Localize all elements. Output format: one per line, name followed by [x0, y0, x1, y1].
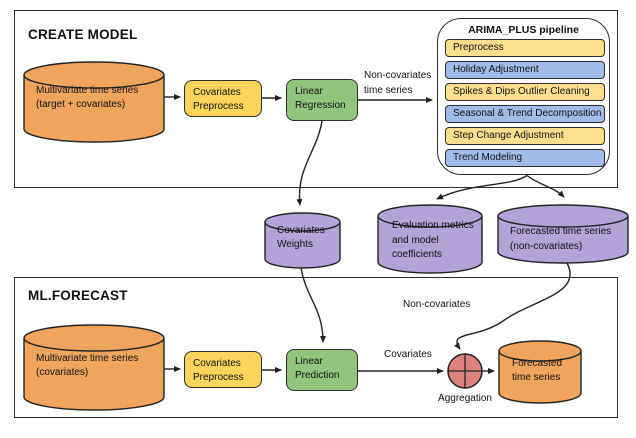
forecasted-noncov-label: Forecasted time series (non-covariates) — [510, 225, 611, 254]
covariates-weights-line1: Covariates — [277, 225, 325, 236]
linear-prediction-box: Linear Prediction — [286, 349, 358, 391]
target-cylinder-line2: (target + covariates) — [36, 99, 126, 110]
forecast-cylinder-line2: time series — [512, 372, 561, 383]
covariates-preprocess-box-bottom: Covariates Preprocess — [184, 351, 262, 388]
forecasted-noncov-line2: (non-covariates) — [510, 240, 583, 252]
non-covariates-arrow-label: Non-covariates — [403, 299, 471, 310]
arima-pipeline-title: ARIMA_PLUS pipeline — [468, 24, 579, 36]
covariates-preprocess-bottom-line2: Preprocess — [193, 371, 244, 383]
pipeline-step-preprocess: Preprocess — [445, 39, 605, 57]
arima-plus-pipeline-box: ARIMA_PLUS pipeline Preprocess Holiday A… — [437, 18, 610, 175]
forecast-cylinder-line1: Forecasted — [512, 358, 563, 369]
aggregation-label: Aggregation — [438, 393, 492, 404]
linear-prediction-line2: Prediction — [295, 369, 340, 381]
linear-regression-line2: Regression — [295, 99, 346, 111]
pipeline-step-trend-modeling: Trend Modeling — [445, 148, 605, 167]
covariates-cylinder-line2: (covariates) — [36, 367, 89, 378]
covariates-cylinder-line1: Multivariate time series — [36, 353, 139, 364]
covariates-cylinder-label: Multivariate time series (covariates) — [36, 352, 138, 380]
pipeline-step-spikes-dips: Spikes & Dips Outlier Cleaning — [445, 83, 605, 101]
covariates-arrow-label: Covariates — [384, 349, 432, 360]
covariates-preprocess-box-top: Covariates Preprocess — [184, 80, 262, 117]
noncov-arrow-label-line2: time series — [364, 84, 413, 96]
covariates-weights-line2: Weights — [277, 239, 313, 250]
evaluation-metrics-line3: coefficients — [392, 249, 442, 260]
pipeline-step-holiday-adjustment: Holiday Adjustment — [445, 61, 605, 79]
covariates-preprocess-top-line2: Preprocess — [193, 100, 244, 112]
evaluation-metrics-label: Evaluation metrics and model coefficient… — [392, 219, 474, 263]
target-cylinder-line1: Multivariate time series — [36, 85, 139, 96]
linear-regression-box: Linear Regression — [286, 79, 358, 121]
noncov-time-series-arrow-label: Non-covariates time series — [364, 69, 431, 98]
forecasted-noncov-line1: Forecasted time series — [510, 226, 612, 237]
forecast-cylinder-label: Forecasted time series — [512, 357, 562, 385]
create-model-title: CREATE MODEL — [28, 27, 138, 42]
covariates-preprocess-bottom-line1: Covariates — [193, 358, 241, 369]
pipeline-step-seasonal-trend: Seasonal & Trend Decomposition — [445, 104, 605, 123]
linear-regression-line1: Linear — [295, 86, 323, 97]
linear-prediction-line1: Linear — [295, 356, 323, 367]
pipeline-step-step-change: Step Change Adjustment — [445, 126, 605, 145]
evaluation-metrics-line1: Evaluation metrics — [392, 220, 474, 231]
ml-forecast-title: ML.FORECAST — [28, 288, 128, 303]
evaluation-metrics-line2: and model — [392, 234, 439, 246]
target-cylinder-label: Multivariate time series (target + covar… — [36, 84, 138, 112]
covariates-weights-label: Covariates Weights — [277, 224, 325, 252]
noncov-arrow-label-line1: Non-covariates — [364, 70, 432, 81]
covariates-preprocess-top-line1: Covariates — [193, 87, 241, 98]
